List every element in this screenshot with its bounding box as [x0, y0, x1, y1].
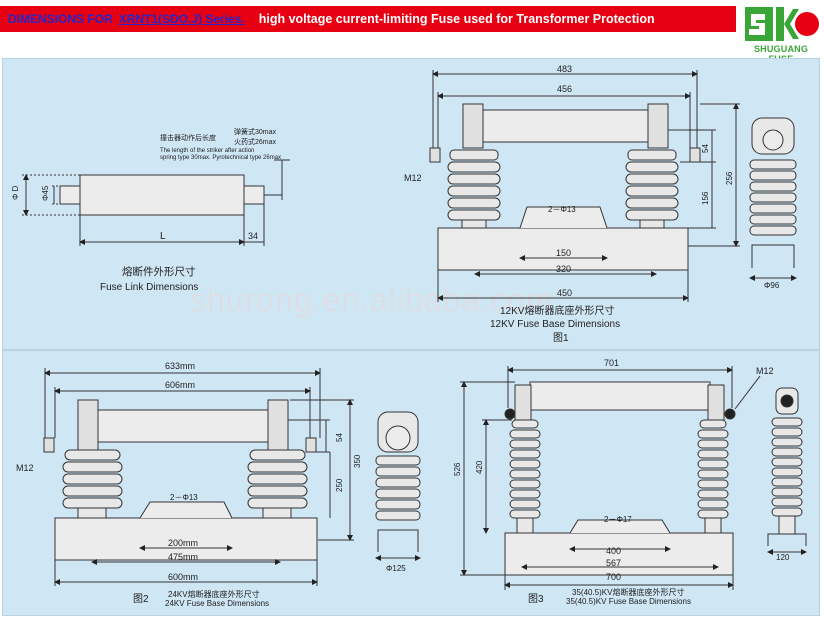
- striker-en-2: spring type 30max. Pyrotechnical type 26…: [160, 155, 281, 161]
- base12-drawing: [429, 70, 797, 302]
- base24-fig: 图2: [133, 593, 149, 605]
- m12-leader-35kv: [734, 375, 761, 410]
- base24-caption-en: 24KV Fuse Base Dimensions: [165, 599, 269, 608]
- shuguang-logo: [745, 7, 819, 41]
- base35-caption-cn: 35(40.5)KV熔断器底座外形尺寸: [572, 587, 684, 597]
- label-m12-24kv: M12: [16, 463, 34, 473]
- base12-caption-cn: 12KV熔断器底座外形尺寸: [500, 304, 614, 317]
- label-phi125: Φ125: [386, 564, 406, 573]
- striker-cn-3: 火药式26max: [234, 137, 277, 146]
- logo-s-letter: [749, 14, 765, 35]
- base35-contact-left: [514, 384, 532, 421]
- label-120: 120: [776, 553, 790, 562]
- series-link[interactable]: XRNT1(SDO.J) Series.: [118, 12, 245, 26]
- base24-side-view: [375, 411, 421, 561]
- logo-k-arms: [784, 9, 799, 39]
- fuse-link-end-right: [243, 185, 265, 205]
- base24-contact-right: [267, 399, 289, 451]
- logo-k-stem: [776, 7, 784, 41]
- base24-fuse-tube: [94, 409, 281, 443]
- label-600: 600mm: [168, 572, 198, 582]
- label-200: 200mm: [168, 538, 198, 548]
- base24-caption-cn: 24KV熔断器底座外形尺寸: [168, 589, 260, 599]
- label-holes-24kv: 2－Φ13: [170, 493, 198, 502]
- label-34: 34: [248, 231, 258, 241]
- label-633: 633mm: [165, 361, 195, 371]
- base35-terminal-right: [724, 408, 736, 420]
- base35-fuse-tube: [529, 381, 711, 411]
- base35-insulator-right: [697, 419, 729, 534]
- base12-insulator-right: [625, 149, 679, 229]
- label-400: 400: [606, 546, 621, 556]
- base35-caption-en: 35(40.5)KV Fuse Base Dimensions: [566, 597, 691, 606]
- base12-plate: [437, 227, 689, 271]
- label-420: 420: [475, 460, 484, 474]
- base24-insulator-left: [62, 449, 123, 519]
- label-m12-35kv: M12: [756, 366, 774, 376]
- base35-side-view: [767, 387, 807, 555]
- striker-cn-2: 弹簧式30max: [234, 127, 277, 136]
- label-L: L: [160, 231, 166, 242]
- base35-fig: 图3: [528, 593, 544, 605]
- fuse-link-caption-en: Fuse Link Dimensions: [100, 282, 198, 293]
- title-prefix: DIMENSIONS FOR: [8, 12, 113, 26]
- label-m12-12kv: M12: [404, 173, 422, 183]
- label-phiD: Φ D: [11, 185, 20, 200]
- striker-cn-1: 撞击器动作后长度: [160, 133, 216, 142]
- base24-drawing: [43, 368, 421, 586]
- base24-insulator-right: [247, 449, 308, 519]
- label-150: 150: [556, 248, 571, 258]
- title-banner: DIMENSIONS FOR XRNT1(SDO.J) Series. high…: [0, 6, 736, 32]
- label-483: 483: [557, 64, 572, 74]
- base35-insulator-left: [509, 419, 541, 534]
- base12-fuse-tube: [479, 109, 661, 143]
- label-701: 701: [604, 358, 619, 368]
- label-256: 256: [725, 171, 734, 185]
- label-456: 456: [557, 84, 572, 94]
- fuse-link-end-left: [59, 185, 81, 205]
- base35-contact-right: [707, 384, 725, 421]
- fuse-link-drawing: [22, 159, 290, 246]
- logo-sun: [795, 12, 819, 36]
- label-567: 567: [606, 558, 621, 568]
- label-250: 250: [335, 478, 344, 492]
- label-475: 475mm: [168, 552, 198, 562]
- title-description: high voltage current-limiting Fuse used …: [258, 12, 655, 26]
- base12-side-view: [749, 117, 797, 281]
- label-526: 526: [453, 462, 462, 476]
- label-606: 606mm: [165, 380, 195, 390]
- label-54-24kv: 54: [335, 433, 344, 442]
- label-350: 350: [353, 454, 362, 468]
- striker-en-1: The length of the striker after action: [160, 148, 254, 154]
- label-156: 156: [701, 191, 710, 205]
- label-holes-35kv: 2－Φ17: [604, 515, 632, 524]
- base35-drawing: [460, 366, 807, 590]
- base24-plate: [54, 517, 318, 561]
- base12-contact-left: [462, 103, 484, 149]
- base12-caption-en: 12KV Fuse Base Dimensions: [490, 319, 620, 330]
- label-700: 700: [606, 572, 621, 582]
- fuse-link-caption-cn: 熔断件外形尺寸: [122, 265, 196, 278]
- label-450: 450: [557, 288, 572, 298]
- base12-insulator-left: [447, 149, 501, 229]
- label-phi45: Φ45: [41, 185, 50, 201]
- base35-terminal-left: [504, 408, 516, 420]
- base12-fig: 图1: [553, 332, 569, 344]
- label-54-12kv: 54: [701, 144, 710, 153]
- label-holes-12kv: 2－Φ13: [548, 205, 576, 214]
- base24-contact-left: [77, 399, 99, 451]
- label-320: 320: [556, 264, 571, 274]
- base12-contact-right: [647, 103, 669, 149]
- label-phi96: Φ96: [764, 281, 780, 290]
- fuse-link-body: [79, 174, 245, 216]
